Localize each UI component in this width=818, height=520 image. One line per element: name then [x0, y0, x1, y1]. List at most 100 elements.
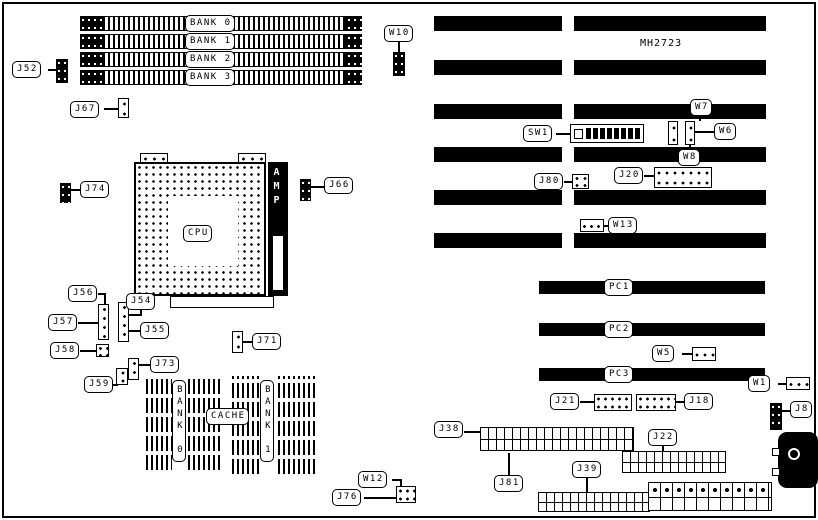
- j73-label: J73: [150, 356, 179, 373]
- expansion-slot: [574, 60, 766, 75]
- leader-line: [778, 383, 786, 385]
- w8-label: W8: [678, 149, 700, 166]
- w5-connector: [692, 347, 716, 361]
- leader-line: [464, 431, 480, 433]
- j38-label: J38: [434, 421, 463, 438]
- leader-line: [508, 453, 510, 475]
- j22-connector: [622, 451, 726, 473]
- j59-connector: [116, 368, 128, 385]
- leader-line: [140, 310, 142, 316]
- simm-left-connector: [80, 70, 102, 85]
- j18-connector: [636, 394, 676, 411]
- j59-label: J59: [84, 376, 113, 393]
- sw1-dip-switch: [570, 124, 644, 143]
- cache-chip-column: [278, 376, 316, 474]
- leader-line: [699, 116, 701, 121]
- din-ring: [788, 448, 800, 460]
- j80-label: J80: [534, 173, 563, 190]
- cpu-socket-base: [170, 296, 274, 308]
- leader-line: [580, 401, 594, 403]
- simm-left-connector: [80, 16, 102, 31]
- leader-line: [78, 322, 98, 324]
- expansion-slot: [574, 16, 766, 31]
- w1-connector: [786, 377, 810, 390]
- j67-label: J67: [70, 101, 99, 118]
- pci-slot-2: [539, 323, 765, 336]
- j58-label: J58: [50, 342, 79, 359]
- leader-line: [311, 186, 324, 188]
- j67-connector: [118, 98, 129, 118]
- amp-label: AMP: [271, 167, 282, 209]
- j54-j55-connector: [118, 302, 129, 342]
- leader-line: [243, 341, 252, 343]
- j20-label: J20: [614, 167, 643, 184]
- expansion-slot: [574, 190, 766, 205]
- j56-label: J56: [68, 285, 97, 302]
- sw1-label: SW1: [523, 125, 552, 142]
- j76-label: J76: [332, 489, 361, 506]
- cache-bank0-label: BANK 0: [172, 380, 186, 462]
- j80-connector: [572, 174, 589, 189]
- cpu-label: CPU: [183, 225, 212, 242]
- j39-label: J39: [572, 461, 601, 478]
- leader-line: [48, 69, 56, 71]
- pci-slot-1: [539, 281, 765, 294]
- leader-line: [112, 384, 118, 386]
- expansion-slot: [434, 233, 562, 248]
- amp-slot: [273, 236, 283, 290]
- leader-line: [644, 175, 654, 177]
- leader-line: [604, 225, 608, 227]
- leader-line: [98, 293, 106, 295]
- w6-label: W6: [714, 123, 736, 140]
- j20-connector: [654, 167, 712, 188]
- din-keyboard-connector: [778, 432, 818, 488]
- w10-connector: [393, 52, 405, 76]
- din-tab: [772, 468, 780, 476]
- bank0-label: BANK 0: [185, 15, 235, 32]
- dip-switch-notch: [574, 128, 583, 139]
- j56-j57-connector: [98, 304, 109, 340]
- leader-line: [392, 479, 402, 481]
- j8-connector: [770, 403, 782, 430]
- din-tab: [772, 448, 780, 456]
- bank3-label: BANK 3: [185, 69, 235, 86]
- simm-right-connector: [346, 34, 362, 49]
- j74-connector: [60, 183, 71, 203]
- leader-line: [782, 410, 790, 412]
- j73-connector: [128, 358, 139, 380]
- leader-line: [129, 314, 142, 316]
- expansion-slot: [434, 104, 562, 119]
- leader-line: [400, 479, 402, 487]
- j21-label: J21: [550, 393, 579, 410]
- w13-label: W13: [608, 217, 637, 234]
- pc3-label: PC3: [604, 366, 633, 383]
- part-number-text: MH2723: [640, 38, 683, 49]
- dip-switch-body: [586, 128, 640, 139]
- amp-regulator: AMP: [268, 162, 288, 296]
- simm-left-connector: [80, 52, 102, 67]
- simm-right-connector: [346, 70, 362, 85]
- power-connector: [648, 482, 772, 511]
- leader-line: [104, 295, 106, 304]
- j55-label: J55: [140, 322, 169, 339]
- w6-connector: [685, 121, 695, 145]
- leader-line: [662, 446, 664, 451]
- expansion-slot: [434, 60, 562, 75]
- bank1-label: BANK 1: [185, 33, 235, 50]
- simm-left-connector: [80, 34, 102, 49]
- j21-connector: [594, 394, 632, 411]
- leader-line: [586, 478, 588, 492]
- expansion-slot: [574, 104, 766, 119]
- cpu-socket-tab: [140, 153, 168, 163]
- pc1-label: PC1: [604, 279, 633, 296]
- leader-line: [71, 189, 80, 191]
- simm-right-connector: [346, 52, 362, 67]
- leader-line: [398, 42, 400, 52]
- leader-line: [129, 330, 140, 332]
- expansion-slot: [434, 147, 562, 162]
- j52-connector: [56, 59, 68, 83]
- leader-line: [139, 364, 150, 366]
- expansion-slot: [434, 190, 562, 205]
- leader-line: [104, 108, 118, 110]
